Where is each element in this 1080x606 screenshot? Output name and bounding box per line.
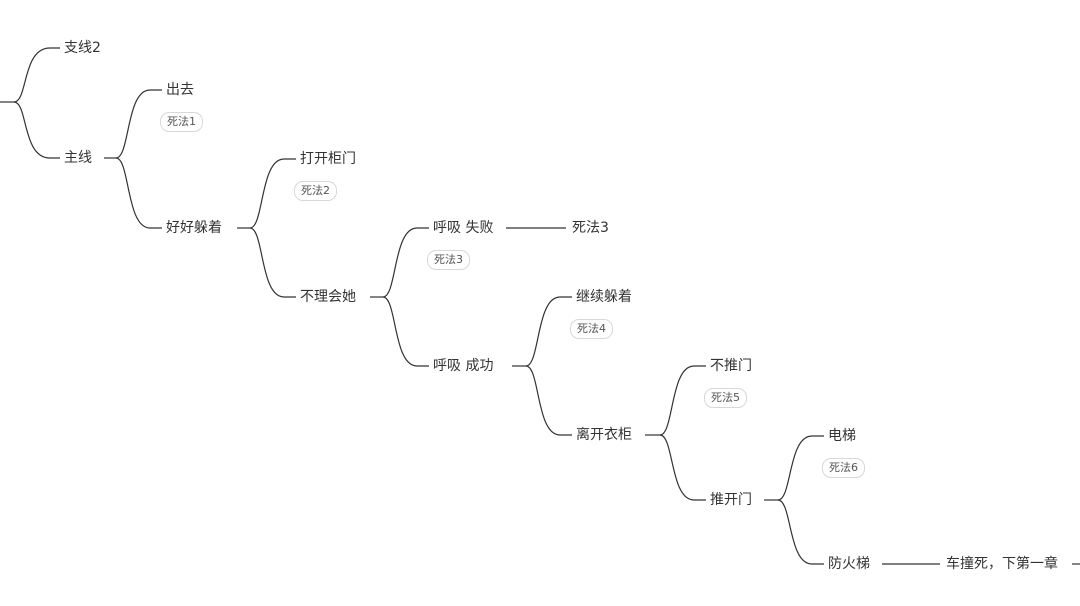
tag-death5[interactable]: 死法5 [704,388,747,408]
node-fire-stairs[interactable]: 防火梯 [828,556,870,572]
edge-root-main [13,101,60,159]
node-hide-well[interactable]: 好好躲着 [166,220,222,236]
node-main-line[interactable]: 主线 [64,150,92,166]
edge-main-hide [115,157,162,229]
edge-leave-dont [659,365,706,436]
edge-ignore-success [382,296,429,367]
edge-leave-push [659,434,706,501]
node-death3-outcome[interactable]: 死法3 [572,220,609,236]
tag-death2[interactable]: 死法2 [294,181,337,201]
edge-root-branch2 [13,47,60,103]
node-car-crash[interactable]: 车撞死，下第一章 [946,556,1058,572]
node-keep-hiding[interactable]: 继续躲着 [576,289,632,305]
tag-death4[interactable]: 死法4 [570,319,613,339]
node-breath-success[interactable]: 呼吸 成功 [433,358,494,374]
node-push-door[interactable]: 推开门 [710,492,752,508]
edge-success-keep [525,296,572,367]
node-open-cabinet[interactable]: 打开柜门 [300,151,356,167]
edge-main-goout [115,89,162,159]
node-go-out[interactable]: 出去 [166,82,194,98]
node-branch2[interactable]: 支线2 [64,40,101,56]
tag-death1[interactable]: 死法1 [160,112,203,132]
edge-push-elevator [777,435,824,501]
node-breath-fail[interactable]: 呼吸 失败 [433,220,494,236]
node-dont-push-door[interactable]: 不推门 [710,358,752,374]
edge-hide-open [249,158,296,229]
tag-death3[interactable]: 死法3 [427,250,470,270]
node-leave-wardrobe[interactable]: 离开衣柜 [576,427,632,443]
node-ignore-her[interactable]: 不理会她 [300,289,356,305]
edge-ignore-fail [382,227,429,298]
edge-push-fire [777,499,824,565]
edge-hide-ignore [249,227,296,298]
tag-death6[interactable]: 死法6 [822,458,865,478]
edge-success-leave [525,365,572,436]
node-elevator[interactable]: 电梯 [828,428,856,444]
